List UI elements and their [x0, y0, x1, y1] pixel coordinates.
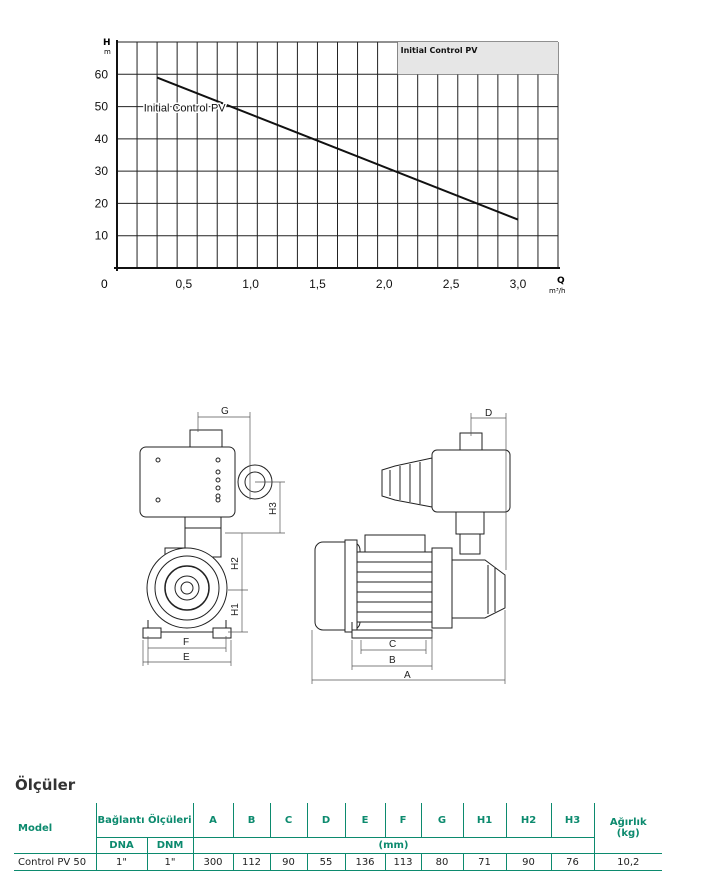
dim-label-c: C — [389, 639, 396, 650]
dim-label-h1: H1 — [230, 603, 241, 616]
header-weight-label: Ağırlık — [609, 817, 647, 828]
dimensions-table: Model Bağlantı Ölçüleri A B C D E F G H1… — [14, 803, 662, 871]
cell-f: 113 — [384, 853, 421, 871]
chart-axes — [114, 40, 560, 271]
series-label: Initial Control PV — [144, 102, 227, 114]
header-weight-unit: (kg) — [616, 828, 640, 839]
dim-label-f: F — [183, 637, 189, 648]
dim-label-h3: H3 — [268, 502, 279, 515]
header-h1: H1 — [462, 803, 506, 838]
header-unit: (mm) — [192, 837, 594, 854]
table-header-row: Model Bağlantı Ölçüleri A B C D E F G H1… — [14, 803, 662, 854]
cell-h3: 76 — [550, 853, 594, 871]
x-tick-label: 3,0 — [510, 277, 527, 291]
front-dimension-lines — [142, 412, 285, 666]
cell-dna: 1" — [95, 853, 147, 871]
y-axis-symbol: H — [103, 38, 111, 48]
header-d: D — [306, 803, 345, 838]
dim-label-b: B — [389, 655, 396, 666]
y-tick-label: 50 — [95, 100, 109, 114]
dim-label-g: G — [221, 406, 229, 417]
x-axis-symbol: Q — [557, 276, 565, 286]
y-axis-unit: m — [104, 48, 111, 56]
y-tick-label: 30 — [95, 164, 109, 178]
legend-box — [397, 42, 558, 75]
dim-label-h2: H2 — [230, 557, 241, 570]
x-tick-label: 2,5 — [443, 277, 460, 291]
y-tick-label: 60 — [95, 67, 109, 81]
table-row: Control PV 50 1" 1" 300 112 90 55 136 11… — [14, 853, 662, 871]
front-view — [139, 429, 273, 639]
header-weight: Ağırlık (kg) — [593, 803, 662, 854]
cell-c: 90 — [269, 853, 307, 871]
cell-b: 112 — [232, 853, 270, 871]
dimension-labels: G H3 H2 H1 F E D C B A — [183, 406, 492, 681]
x-tick-label: 2,0 — [376, 277, 393, 291]
cell-a: 300 — [192, 853, 233, 871]
section-title: Ölçüler — [15, 776, 76, 794]
header-model: Model — [18, 822, 53, 834]
header-b: B — [232, 803, 270, 838]
header-connection: Bağlantı Ölçüleri — [95, 803, 193, 838]
dim-label-a: A — [404, 670, 411, 681]
header-f: F — [384, 803, 421, 838]
cell-g: 80 — [420, 853, 463, 871]
side-view — [314, 432, 511, 639]
x-axis-unit: m³/h — [549, 287, 565, 295]
grid-vertical-lines — [136, 42, 559, 268]
x-tick-label: 1,0 — [242, 277, 259, 291]
performance-chart: Initial Control PV 0,5 1,0 1,5 2,0 2,5 3,0 10 2… — [95, 38, 566, 295]
y-tick-label: 20 — [95, 196, 109, 210]
header-c: C — [269, 803, 307, 838]
series-line-initial-control-pv — [156, 76, 519, 221]
y-tick-label: 40 — [95, 132, 109, 146]
legend-box-label: Initial Control PV — [401, 46, 479, 55]
table-subheader-row: DNA DNM (mm) — [14, 837, 662, 854]
cell-e: 136 — [344, 853, 385, 871]
cell-model: Control PV 50 — [14, 853, 96, 871]
pump-technical-drawing: G H3 H2 H1 F E D C B A — [139, 406, 511, 684]
cell-d: 55 — [306, 853, 345, 871]
dim-label-e: E — [183, 652, 190, 663]
header-a: A — [192, 803, 233, 838]
cell-dnm: 1" — [146, 853, 193, 871]
header-h2: H2 — [505, 803, 551, 838]
header-dna: DNA — [95, 837, 147, 854]
origin-label: 0 — [101, 277, 108, 291]
dim-label-d: D — [485, 408, 492, 419]
side-dimension-lines — [311, 413, 507, 684]
tick-labels: 0,5 1,0 1,5 2,0 2,5 3,0 10 20 30 40 50 60 — [95, 67, 527, 291]
y-tick-label: 10 — [95, 229, 109, 243]
header-g: G — [420, 803, 463, 838]
x-tick-label: 0,5 — [175, 277, 192, 291]
cell-h1: 71 — [462, 853, 506, 871]
cell-weight: 10,2 — [593, 853, 662, 871]
cell-h2: 90 — [505, 853, 551, 871]
header-e: E — [344, 803, 385, 838]
x-tick-label: 1,5 — [309, 277, 326, 291]
header-dnm: DNM — [146, 837, 193, 854]
header-h3: H3 — [550, 803, 594, 838]
